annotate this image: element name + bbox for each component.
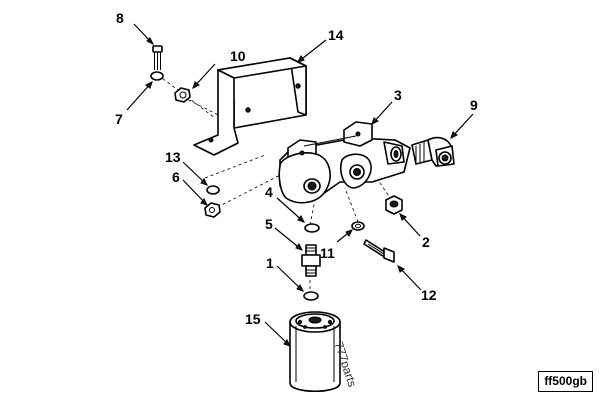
gasket-part-1 [303, 291, 319, 301]
callout-2: 2 [422, 234, 430, 250]
plug-part-2 [385, 195, 403, 215]
callout-3: 3 [394, 87, 402, 103]
o-ring-part-4 [304, 223, 320, 233]
callout-11: 11 [320, 245, 335, 261]
callout-15: 15 [245, 311, 261, 327]
figure-code-label: ff500gb [538, 371, 593, 392]
spin-on-filter-part-15 [289, 311, 341, 392]
bolt-part-8 [152, 45, 163, 70]
callout-7: 7 [115, 111, 123, 127]
leader-lines [126, 23, 474, 347]
callout-12: 12 [421, 287, 437, 303]
callout-10: 10 [230, 48, 246, 64]
callout-1: 1 [266, 255, 274, 271]
bolt-part-12 [363, 239, 395, 263]
washer-part-11 [351, 221, 365, 231]
elbow-fitting-part-9 [411, 136, 455, 167]
callout-6: 6 [172, 169, 180, 185]
nut-part-6 [204, 202, 221, 218]
mounting-bracket [193, 57, 307, 156]
washer-part-13 [206, 185, 220, 195]
nut-part-10 [174, 87, 191, 103]
callout-8: 8 [116, 10, 124, 26]
callout-14: 14 [328, 27, 344, 43]
callout-13: 13 [165, 149, 181, 165]
callout-5: 5 [265, 216, 273, 232]
lock-washer-part-7 [150, 71, 164, 81]
filter-head-housing [278, 121, 411, 204]
callout-4: 4 [265, 184, 273, 200]
callout-9: 9 [470, 97, 478, 113]
nipple-fitting-part-5 [301, 244, 321, 277]
callout-labels: 8 14 10 7 3 9 13 6 4 5 11 2 1 12 15 [115, 10, 478, 327]
